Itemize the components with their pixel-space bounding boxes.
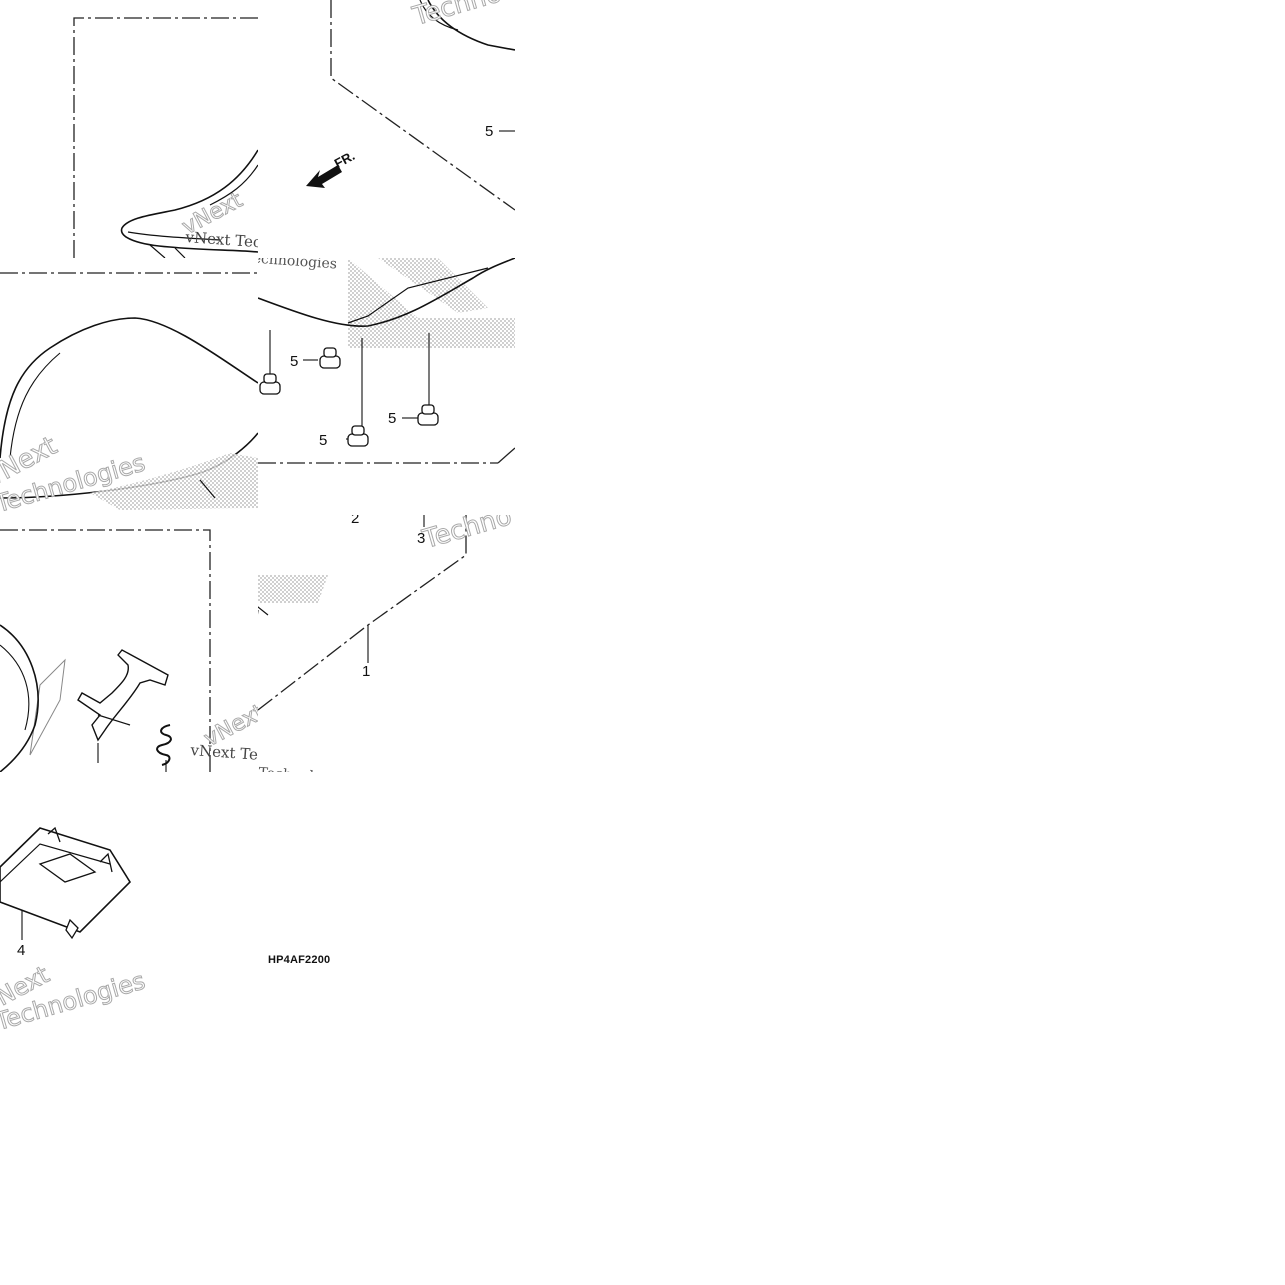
seat-tray-drawing — [0, 826, 132, 940]
spring-icon — [156, 724, 172, 766]
rubber-cushion-icon — [319, 347, 341, 369]
rubber-cushion-icon — [417, 404, 439, 426]
tile-lower-left: 4 vNext Technologies — [0, 772, 258, 1030]
tile-center: 5 5 5 Technologies — [258, 258, 515, 515]
rubber-cushion-icon — [347, 425, 369, 447]
callout-5: 5 — [290, 353, 299, 370]
tile-top-middle: FR. 5 Techno — [258, 0, 515, 258]
tile-top-left: vNext Tec vNext — [0, 0, 258, 258]
callout-2: 2 — [351, 515, 360, 527]
callout-3: 3 — [417, 530, 426, 547]
latch-hook-icon — [77, 649, 169, 742]
latch-parts-drawing — [0, 529, 211, 772]
tile-middle-left: vNext Technologies — [0, 258, 258, 515]
callout-1: 1 — [362, 663, 371, 680]
front-arrow-icon — [306, 165, 342, 188]
callout-4: 4 — [17, 942, 26, 959]
seat-assembly-frame — [258, 515, 467, 711]
callout-5: 5 — [388, 410, 397, 427]
honda-watermark-logo — [348, 258, 515, 348]
callout-5: 5 — [485, 123, 494, 140]
seat-tray-icon — [0, 826, 132, 940]
seat-body-drawing — [0, 272, 258, 510]
tile-bottom-middle: 2 3 1 Technologies Techno — [258, 515, 515, 772]
tile-bottom-left: vNext Tec vNext — [0, 515, 258, 772]
mount-rubbers-drawing — [258, 258, 515, 464]
seat-mount-drawing — [306, 0, 515, 211]
seat-rear-drawing — [73, 17, 258, 258]
diagram-code: HP4AF2200 — [268, 954, 331, 966]
rubber-cushion-icon — [259, 373, 281, 395]
callout-5: 5 — [319, 432, 328, 449]
